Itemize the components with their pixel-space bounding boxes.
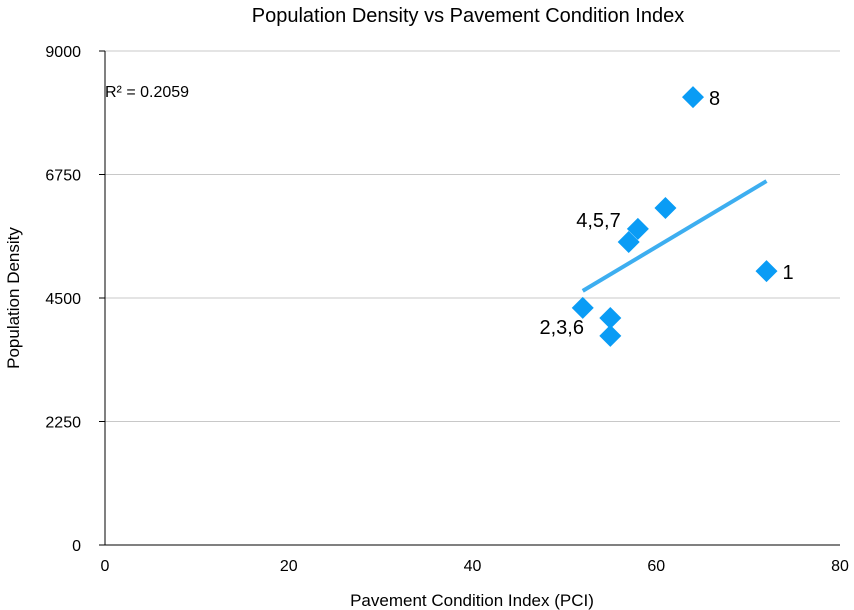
data-point [571,296,594,319]
y-tick-label: 2250 [45,415,81,432]
data-point [599,324,622,347]
point-label: 8 [709,88,720,110]
x-tick-label: 60 [647,558,665,575]
data-point [755,260,778,283]
data-point [654,196,677,219]
y-tick-label: 9000 [45,44,81,61]
y-tick-label: 6750 [45,168,81,185]
point-label: 4,5,7 [576,210,620,232]
y-tick-label: 0 [72,538,81,555]
x-tick-label: 0 [101,558,110,575]
data-point [626,217,649,240]
data-point [682,86,704,109]
chart-title: Population Density vs Pavement Condition… [252,5,684,27]
point-label: 2,3,6 [539,317,583,339]
point-label: 1 [783,262,794,284]
y-axis-label: Population Density [4,227,23,369]
x-tick-label: 20 [280,558,298,575]
x-axis-label: Pavement Condition Index (PCI) [350,591,594,610]
trendline [581,179,768,293]
y-tick-label: 4500 [45,291,81,308]
x-tick-label: 80 [831,558,849,575]
r-squared-annotation: R² = 0.2059 [105,84,189,101]
data-point [599,307,622,330]
data-point [617,231,640,254]
x-tick-label: 40 [464,558,482,575]
